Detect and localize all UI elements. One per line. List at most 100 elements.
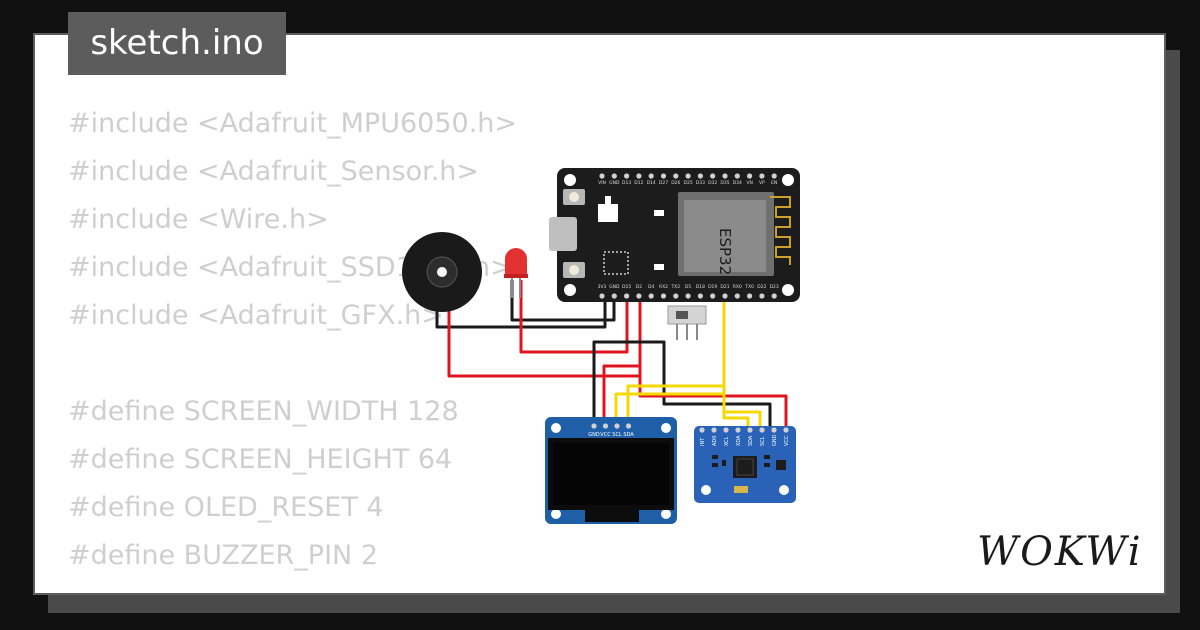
pin-pad[interactable]: [636, 293, 642, 299]
pin-label: SCL: [760, 436, 766, 446]
pin-label: GND: [609, 180, 620, 186]
pin-pad[interactable]: [591, 423, 597, 429]
pin-pad[interactable]: [685, 173, 691, 179]
pin-pad[interactable]: [747, 293, 753, 299]
pin-label: D33: [696, 180, 705, 186]
wire-oled-vcc: [602, 364, 640, 426]
pin-label: D27: [659, 180, 668, 186]
pin-pad[interactable]: [611, 173, 617, 179]
wire-mpu-sda: [722, 290, 750, 426]
switch-knob: [676, 311, 688, 319]
wire-oled-sda: [626, 384, 724, 426]
pin-pad[interactable]: [722, 293, 728, 299]
pin-label: D4: [648, 284, 654, 290]
pin-label: INT: [700, 437, 706, 446]
smd-part: [722, 460, 726, 466]
pin-pad[interactable]: [624, 173, 630, 179]
pin-pad[interactable]: [673, 293, 679, 299]
pin-label: D15: [622, 284, 631, 290]
wire-mpu-vcc: [638, 366, 788, 426]
antenna-trace: [770, 196, 791, 265]
pin-label: D22: [757, 284, 766, 290]
pin-label: EN: [771, 180, 777, 186]
mpu-regulator: [776, 460, 786, 470]
pin-pad[interactable]: [759, 293, 765, 299]
pin-pad[interactable]: [636, 173, 642, 179]
pin-label: D14: [647, 180, 656, 186]
pin-pad[interactable]: [747, 173, 753, 179]
pin-pad[interactable]: [710, 293, 716, 299]
pin-pad[interactable]: [611, 293, 617, 299]
pin-pad[interactable]: [771, 293, 777, 299]
smd-part: [764, 455, 770, 459]
pin-pad[interactable]: [624, 293, 630, 299]
pin-label: RX2: [659, 284, 668, 290]
voltage-regulator: [598, 204, 618, 222]
pin-pad[interactable]: [602, 423, 609, 429]
pin-pad[interactable]: [711, 427, 717, 433]
mount-hole: [564, 284, 576, 296]
pin-pad[interactable]: [734, 293, 740, 299]
pin-pad[interactable]: [783, 427, 789, 433]
code-line: #include <Wire.h>: [68, 204, 329, 235]
pin-pad[interactable]: [759, 173, 765, 179]
pin-label: VCC: [600, 432, 611, 438]
pin-pad[interactable]: [697, 293, 704, 299]
pin-pad[interactable]: [660, 293, 667, 299]
pin-pad[interactable]: [599, 173, 605, 179]
pin-pad[interactable]: [660, 173, 667, 179]
pin-pad[interactable]: [710, 173, 716, 179]
pin-label: SCL: [612, 432, 622, 438]
mpu-crystal: [734, 486, 748, 493]
pin-pad[interactable]: [648, 293, 654, 299]
wokwi-logo: WOKWi: [977, 529, 1143, 575]
pin-pad[interactable]: [699, 427, 705, 433]
smd-part: [712, 463, 718, 467]
pin-pad[interactable]: [673, 173, 679, 179]
pin-pad[interactable]: [735, 427, 741, 433]
pin-pad[interactable]: [614, 423, 620, 429]
pin-label: D19: [708, 284, 717, 290]
usb-port: [549, 217, 577, 251]
pin-pad[interactable]: [734, 173, 740, 179]
buzzer[interactable]: [402, 232, 482, 312]
pin-label: XCL: [724, 436, 730, 446]
code-line: #include <Adafruit_Sensor.h>: [68, 156, 480, 187]
pin-pad[interactable]: [685, 293, 691, 299]
pin-label: D35: [720, 180, 729, 186]
slide-switch[interactable]: [667, 305, 707, 340]
pin-pad[interactable]: [599, 293, 605, 299]
pin-pad[interactable]: [648, 173, 654, 179]
pin-label: VP: [759, 180, 765, 186]
wire-oled-gnd: [592, 340, 772, 426]
pin-pad[interactable]: [771, 173, 777, 179]
pin-pad[interactable]: [771, 427, 777, 433]
pin-pad[interactable]: [625, 423, 632, 429]
module-shield: [684, 200, 766, 272]
pin-label: D32: [708, 180, 717, 186]
mount-hole: [551, 423, 561, 433]
pin-label: D2: [636, 284, 642, 290]
mount-hole: [564, 174, 576, 186]
pin-pad[interactable]: [747, 427, 753, 433]
red-led[interactable]: [504, 248, 528, 298]
pin-pad[interactable]: [759, 427, 765, 433]
led-rim: [504, 274, 528, 278]
uart-chip: [603, 251, 629, 275]
wokwi-logo-text: WOKWi: [977, 529, 1143, 575]
mount-hole: [661, 423, 671, 433]
mount-hole: [551, 509, 561, 519]
pin-pad[interactable]: [697, 173, 704, 179]
wires: [435, 280, 788, 426]
esp32-chip-label: ESP32: [716, 228, 734, 275]
pin-pad[interactable]: [722, 173, 728, 179]
pin-pad[interactable]: [723, 427, 729, 433]
file-tab[interactable]: sketch.ino: [68, 12, 286, 75]
pin-label: D34: [733, 180, 742, 186]
